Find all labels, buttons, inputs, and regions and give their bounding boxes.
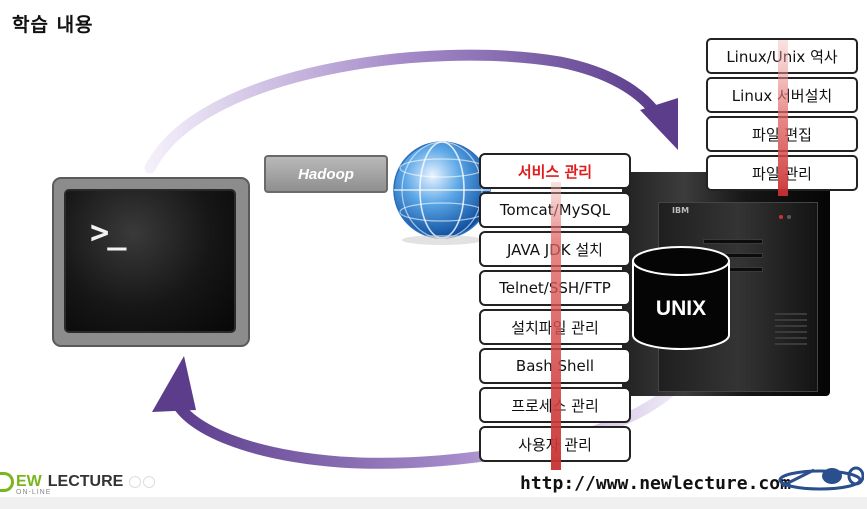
top-item-file-manage: 파일 관리 (706, 155, 858, 191)
stack-item-service: 서비스 관리 (479, 153, 631, 189)
logo-mark-icon (0, 472, 14, 492)
top-item-server-install: Linux 서버설치 (706, 77, 858, 113)
newlecture-logo: EW LECTURE ON-LINE (0, 470, 156, 496)
stack-item-process: 프로세스 관리 (479, 387, 631, 423)
server-vent (775, 343, 807, 345)
server-brand: IBM (672, 206, 690, 215)
corner-logo-icon (778, 466, 864, 491)
server-vent (775, 337, 807, 339)
hadoop-label: Hadoop (264, 155, 388, 193)
terminal-icon: >_ (52, 177, 250, 347)
logo-circles (127, 476, 156, 488)
page-title: 학습 내용 (12, 14, 94, 36)
database-label: UNIX (655, 297, 707, 320)
stack-item-bash: Bash Shell (479, 348, 631, 384)
stack-item-jdk: JAVA JDK 설치 (479, 231, 631, 267)
server-slot (703, 239, 763, 244)
stack-item-telnet: Telnet/SSH/FTP (479, 270, 631, 306)
server-vent (775, 313, 807, 315)
stack-item-tomcat: Tomcat/MySQL (479, 192, 631, 228)
site-url: http://www.newlecture.com (520, 473, 791, 494)
stack-item-user: 사용자 관리 (479, 426, 631, 462)
server-led (779, 215, 783, 219)
server-led (787, 215, 791, 219)
globe-icon (393, 141, 491, 245)
top-item-file-edit: 파일 편집 (706, 116, 858, 152)
terminal-prompt: >_ (90, 213, 127, 251)
logo-lecture: LECTURE (47, 473, 124, 490)
logo-subtitle: ON-LINE (16, 489, 52, 496)
bottom-band (0, 497, 867, 509)
server-vent (775, 331, 807, 333)
stack-item-install-files: 설치파일 관리 (479, 309, 631, 345)
terminal-screen: >_ (64, 189, 236, 333)
logo-ew: EW (16, 473, 42, 490)
database-shape (632, 246, 730, 350)
database-icon: UNIX (630, 245, 732, 353)
top-item-history: Linux/Unix 역사 (706, 38, 858, 74)
server-vent (775, 319, 807, 321)
server-vent (775, 325, 807, 327)
